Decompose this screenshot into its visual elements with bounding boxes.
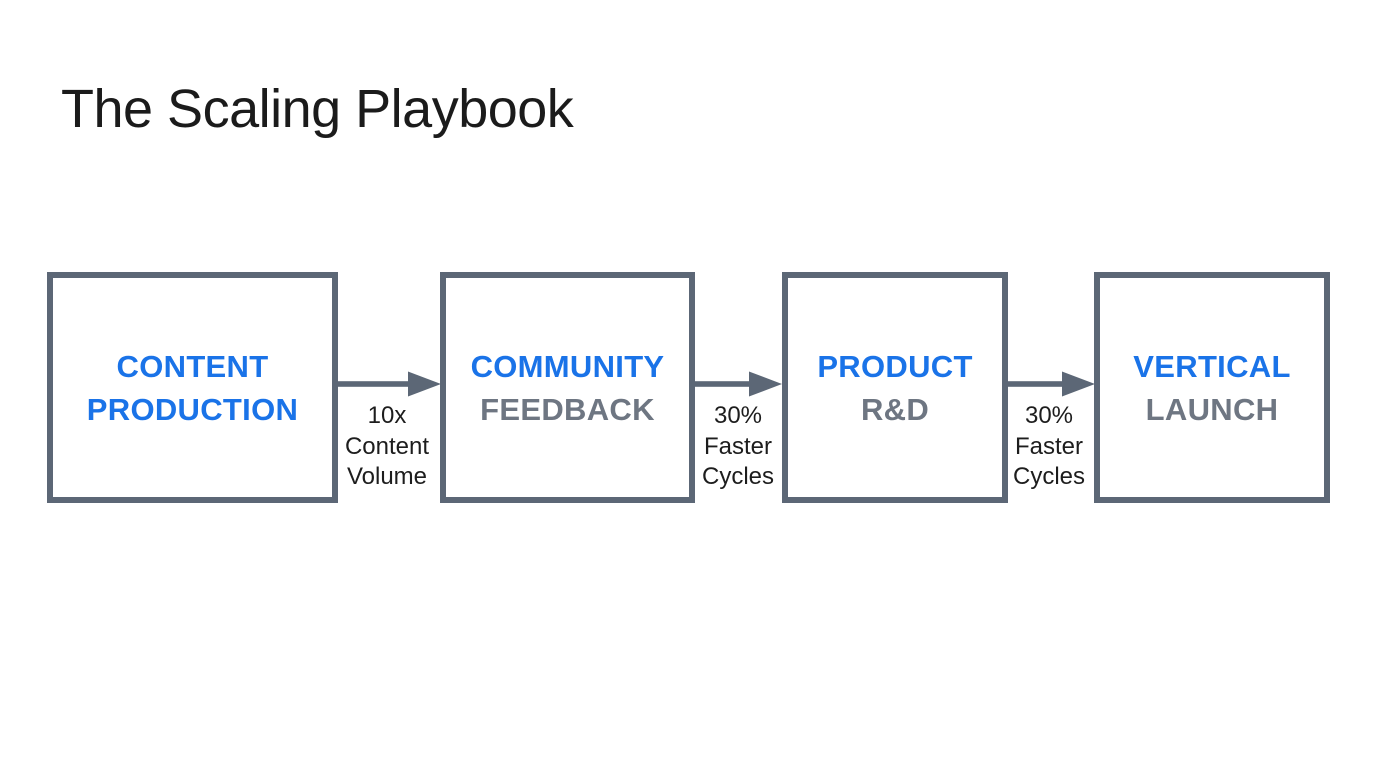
right-arrow-icon: [1008, 371, 1095, 397]
connector-label-line: Volume: [346, 463, 428, 490]
connector-label-line: Cycles: [1012, 463, 1085, 490]
flow-arrow-1: [337, 369, 441, 399]
connector-label-line: Faster: [703, 432, 772, 460]
box-label-line2: R&D: [860, 391, 930, 427]
flow-arrow-2: [695, 369, 782, 399]
box-label-line1: VERTICAL: [1133, 348, 1291, 384]
flow-box-vertical-launch: VERTICAL LAUNCH: [1094, 272, 1330, 503]
connector-label-faster-cycles-2: 30% Faster Cycles: [969, 401, 1129, 493]
connector-label-content-volume: 10x Content Volume: [307, 401, 467, 493]
box-label-line2: FEEDBACK: [480, 391, 655, 427]
box-label-line2: PRODUCTION: [86, 391, 299, 427]
connector-label-faster-cycles-1: 30% Faster Cycles: [658, 401, 818, 493]
connector-label-line: 10x: [367, 402, 407, 429]
box-label-line2: LAUNCH: [1145, 391, 1279, 427]
flow-box-product-rd: PRODUCT R&D: [782, 272, 1008, 503]
box-label-line1: PRODUCT: [817, 348, 973, 384]
page-title: The Scaling Playbook: [61, 79, 574, 139]
box-label-line1: COMMUNITY: [470, 348, 665, 384]
flow-arrow-3: [1008, 369, 1095, 399]
right-arrow-icon: [695, 371, 782, 397]
flow-box-community-feedback: COMMUNITY FEEDBACK: [440, 272, 695, 503]
box-label-line1: CONTENT: [116, 348, 269, 384]
flow-box-content-production: CONTENT PRODUCTION: [47, 272, 338, 503]
connector-label-line: Content: [344, 432, 430, 460]
connector-label-line: Faster: [1014, 432, 1083, 460]
right-arrow-icon: [337, 371, 441, 397]
connector-label-line: 30%: [713, 402, 763, 429]
connector-label-line: Cycles: [701, 463, 774, 490]
connector-label-line: 30%: [1024, 402, 1074, 429]
